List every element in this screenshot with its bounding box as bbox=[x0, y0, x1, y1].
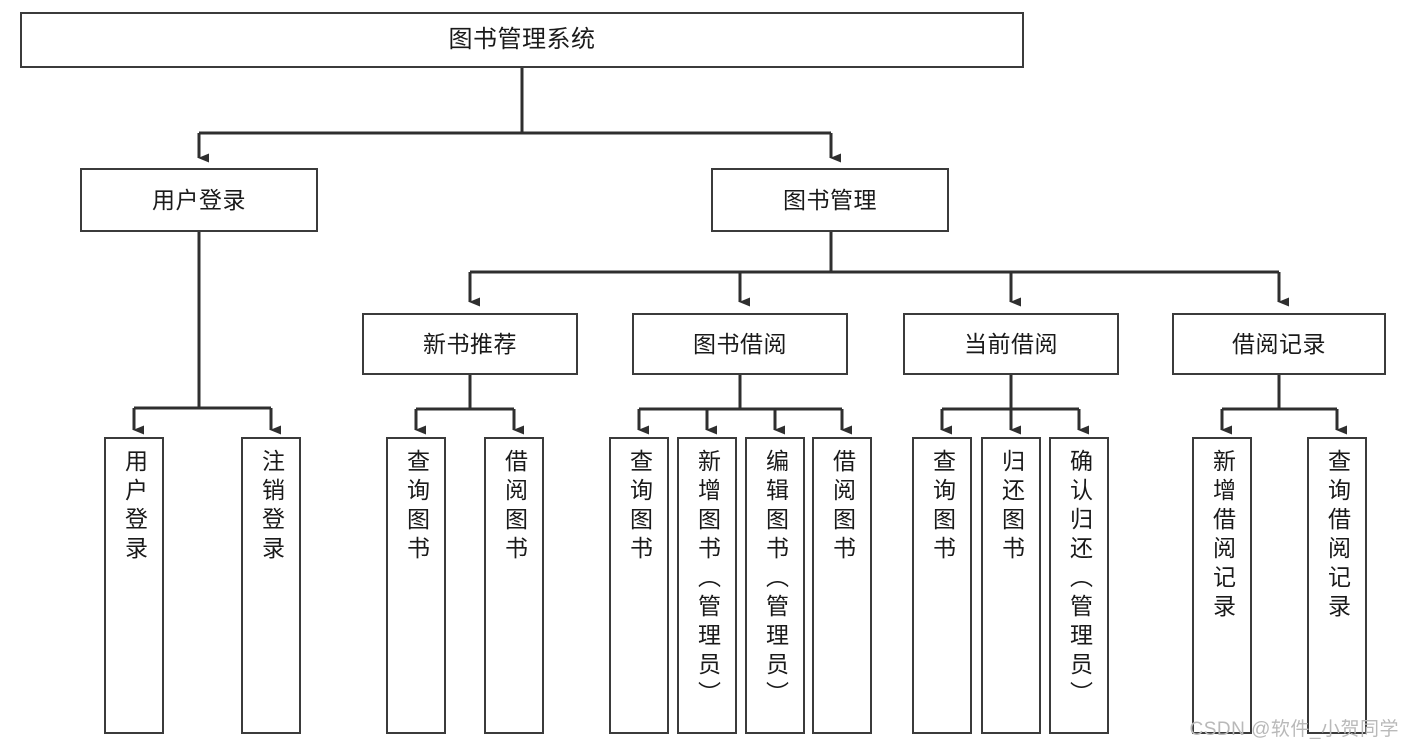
node-label: 注销登录 bbox=[258, 449, 285, 565]
node-new-book-recommend[interactable]: 新书推荐 bbox=[362, 313, 578, 375]
leaf-borrow-record-query-record[interactable]: 查询借阅记录 bbox=[1307, 437, 1367, 734]
node-label: 查询图书 bbox=[929, 449, 956, 565]
node-book-management[interactable]: 图书管理 bbox=[711, 168, 949, 232]
node-label: 新增借阅记录 bbox=[1209, 449, 1236, 623]
leaf-current-borrow-return-book[interactable]: 归还图书 bbox=[981, 437, 1041, 734]
node-current-borrow[interactable]: 当前借阅 bbox=[903, 313, 1119, 375]
node-label: 用户登录 bbox=[121, 449, 148, 565]
node-label: 编辑图书（管理员） bbox=[762, 449, 789, 710]
node-label: 查询图书 bbox=[403, 449, 430, 565]
node-book-borrow[interactable]: 图书借阅 bbox=[632, 313, 848, 375]
leaf-book-borrow-add-book-admin[interactable]: 新增图书（管理员） bbox=[677, 437, 737, 734]
node-root-book-management-system[interactable]: 图书管理系统 bbox=[20, 12, 1024, 68]
leaf-book-borrow-query-book[interactable]: 查询图书 bbox=[609, 437, 669, 734]
leaf-user-login-login[interactable]: 用户登录 bbox=[104, 437, 164, 734]
leaf-current-borrow-query-book[interactable]: 查询图书 bbox=[912, 437, 972, 734]
node-label: 图书管理 bbox=[783, 186, 877, 213]
node-label: 当前借阅 bbox=[964, 330, 1058, 357]
node-label: 借阅图书 bbox=[829, 449, 856, 565]
leaf-borrow-record-add-record[interactable]: 新增借阅记录 bbox=[1192, 437, 1252, 734]
leaf-user-login-logout[interactable]: 注销登录 bbox=[241, 437, 301, 734]
node-user-login[interactable]: 用户登录 bbox=[80, 168, 318, 232]
node-label: 图书借阅 bbox=[693, 330, 787, 357]
node-label: 借阅图书 bbox=[501, 449, 528, 565]
node-label: 归还图书 bbox=[998, 449, 1025, 565]
leaf-book-borrow-borrow-book[interactable]: 借阅图书 bbox=[812, 437, 872, 734]
node-borrow-record[interactable]: 借阅记录 bbox=[1172, 313, 1386, 375]
leaf-new-book-query-book[interactable]: 查询图书 bbox=[386, 437, 446, 734]
node-label: 新增图书（管理员） bbox=[694, 449, 721, 710]
node-label: 查询图书 bbox=[626, 449, 653, 565]
leaf-current-borrow-confirm-return-admin[interactable]: 确认归还（管理员） bbox=[1049, 437, 1109, 734]
node-label: 借阅记录 bbox=[1232, 330, 1326, 357]
leaf-new-book-borrow-book[interactable]: 借阅图书 bbox=[484, 437, 544, 734]
leaf-book-borrow-edit-book-admin[interactable]: 编辑图书（管理员） bbox=[745, 437, 805, 734]
node-label: 查询借阅记录 bbox=[1324, 449, 1351, 623]
node-label: 用户登录 bbox=[152, 186, 246, 213]
csdn-watermark: CSDN @软件_小贺同学 bbox=[1189, 719, 1399, 740]
node-label: 图书管理系统 bbox=[448, 26, 596, 54]
node-label: 新书推荐 bbox=[423, 330, 517, 357]
node-label: 确认归还（管理员） bbox=[1066, 449, 1093, 710]
